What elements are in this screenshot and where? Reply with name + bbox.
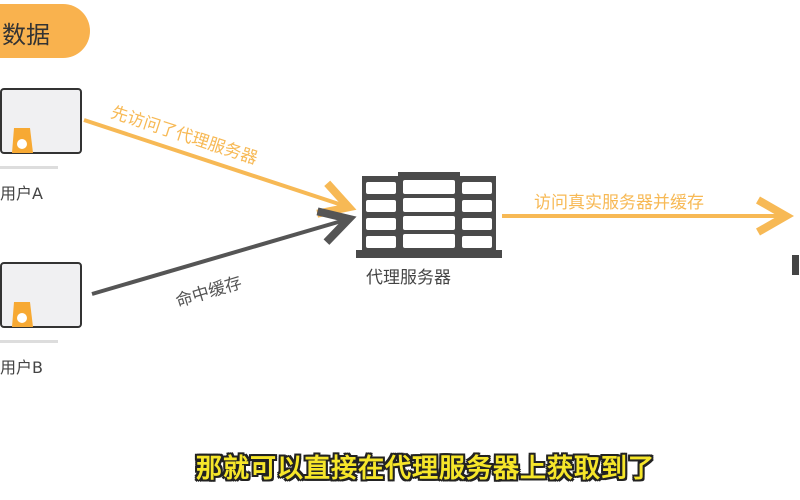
title-text: 数据 [2, 21, 50, 49]
video-subtitle: 那就可以直接在代理服务器上获取到了 [196, 454, 656, 484]
user-b-label: 用户B [0, 358, 43, 377]
edge-label-real: 访问真实服务器并缓存 [534, 193, 704, 213]
real-server-edge [792, 255, 799, 275]
user-a-label: 用户A [0, 184, 43, 203]
server-rack-icon [356, 172, 502, 258]
computer-b-icon [0, 262, 82, 343]
arrow-b-to-proxy [91, 220, 345, 296]
arrow-a-to-proxy [83, 118, 345, 206]
proxy-label: 代理服务器 [366, 268, 451, 288]
title-pill: 数据 [0, 4, 90, 58]
computer-a-icon [0, 88, 82, 169]
